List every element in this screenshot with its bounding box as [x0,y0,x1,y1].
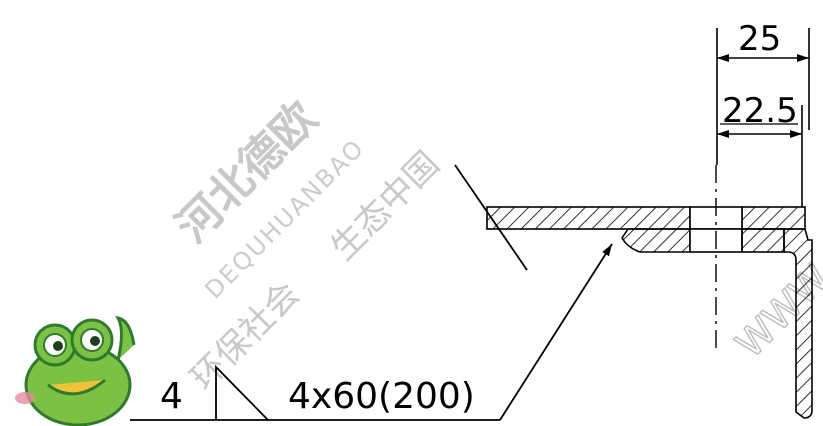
dimension-22-5: 22.5 [722,91,798,131]
watermark-company-cn: 河北德欧 [167,92,328,253]
dimension-lines [716,28,810,207]
weld-spec: 4x60(200) [288,376,475,417]
weld-size: 4 [160,376,183,417]
frog-mascot-logo [15,315,136,426]
dimension-25: 25 [738,19,781,59]
